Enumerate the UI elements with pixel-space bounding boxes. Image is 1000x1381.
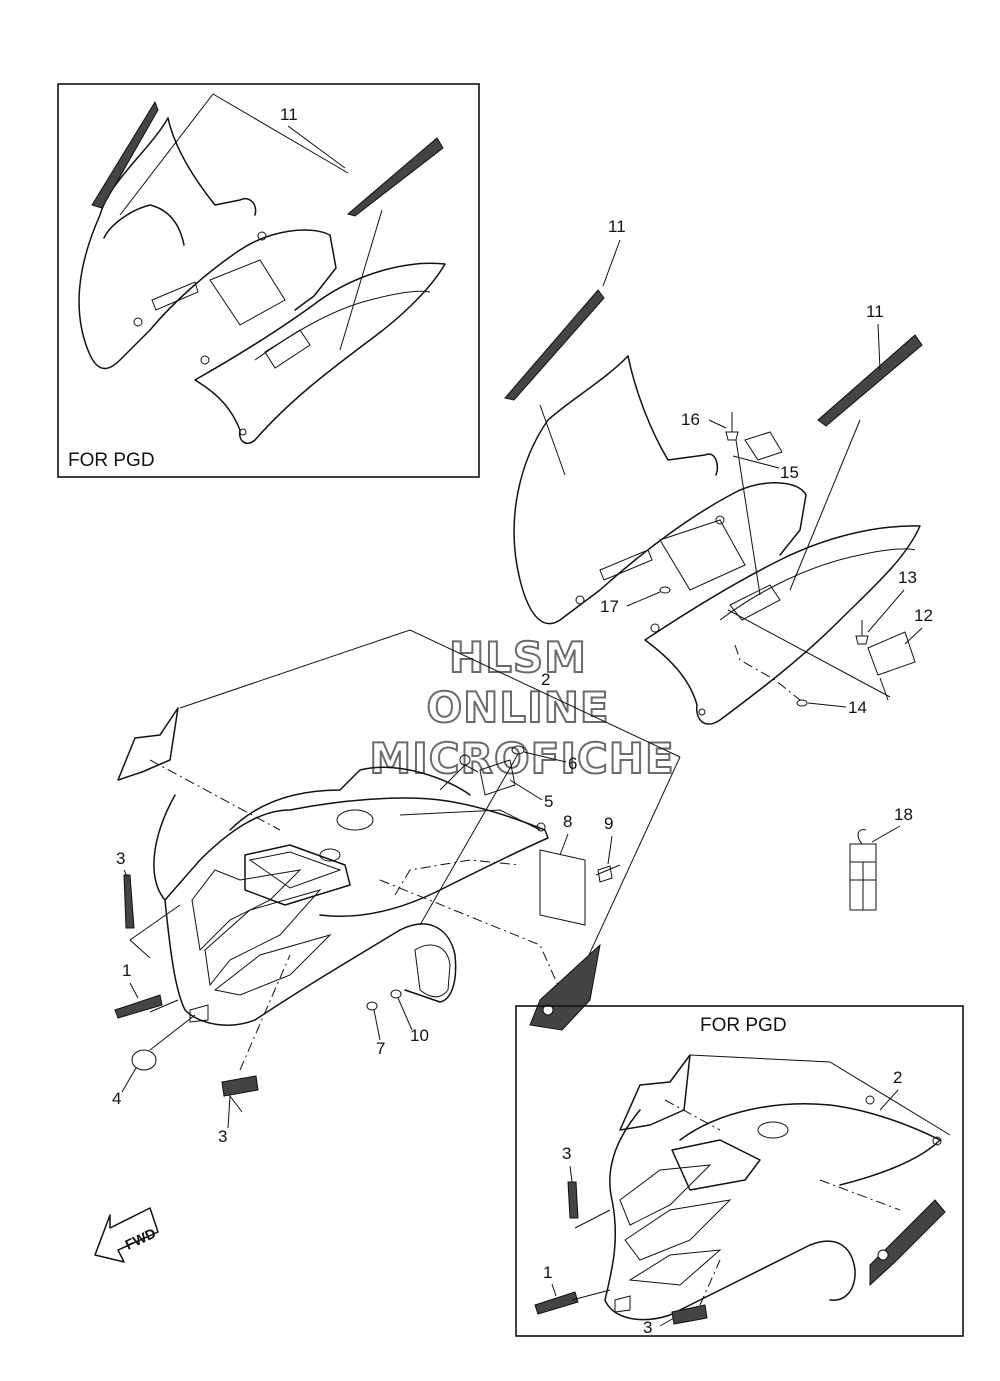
inset-bottom-right: FOR PGD 2 3 1 3 [515, 1005, 964, 1337]
callout-15: 15 [780, 463, 799, 482]
callout-3-a: 3 [116, 849, 125, 868]
decal-3-inset-lower [671, 1304, 708, 1325]
plate-15 [744, 431, 783, 461]
callout-3-d: 3 [643, 1318, 652, 1337]
front-fender-assembly: 2 6 5 8 9 [112, 629, 681, 1146]
callout-5: 5 [544, 792, 553, 811]
callout-11-b: 11 [608, 217, 626, 236]
inset-top-left-label: FOR PGD [68, 450, 155, 471]
callout-14: 14 [848, 698, 867, 717]
callout-2-b: 2 [893, 1068, 902, 1087]
callout-11-c: 11 [866, 302, 884, 321]
callout-16: 16 [681, 410, 700, 429]
callout-12: 12 [914, 606, 933, 625]
callout-8: 8 [563, 812, 572, 831]
decal-1 [114, 994, 163, 1019]
inset-top-left: FOR PGD 11 [57, 83, 480, 478]
decal-11-center [504, 289, 605, 401]
fwd-arrow: FWD [94, 1207, 159, 1263]
decal-3-lower [221, 1075, 259, 1097]
callout-9: 9 [604, 814, 613, 833]
callout-1-b: 1 [543, 1263, 552, 1282]
watermark-line-1: HLSM [449, 633, 587, 682]
callout-1-a: 1 [122, 961, 131, 980]
emblem-4 [131, 1049, 157, 1071]
callout-11-a: 11 [280, 105, 298, 124]
watermark-line-3: MICROFICHE [369, 734, 674, 783]
callout-17: 17 [600, 597, 619, 616]
callout-2: 2 [541, 670, 550, 689]
callout-18: 18 [894, 805, 913, 824]
rear-fender-assembly: 11 11 16 15 17 13 12 14 [504, 217, 933, 725]
decal-1-inset [534, 1291, 579, 1315]
decal-front-side [529, 943, 601, 1031]
leader-11-inset [119, 93, 349, 216]
inset-bottom-right-frame [515, 1005, 964, 1337]
callout-7: 7 [376, 1039, 385, 1058]
decal-11-left [91, 100, 159, 209]
plate-8 [539, 849, 586, 926]
decal-11-right [346, 137, 444, 217]
decal-11-far-right [817, 334, 923, 427]
inset-bottom-right-label: FOR PGD [700, 1015, 787, 1036]
callout-3-b: 3 [218, 1127, 227, 1146]
plate-12 [867, 631, 916, 676]
callout-13: 13 [898, 568, 917, 587]
tag-18: 18 [849, 805, 913, 911]
inset-top-left-fender [78, 117, 446, 444]
callout-6: 6 [568, 754, 577, 773]
callout-3-c: 3 [562, 1144, 571, 1163]
watermark-line-2: ONLINE [426, 683, 609, 732]
fwd-label: FWD [123, 1225, 159, 1253]
inset-top-left-frame [57, 83, 480, 478]
decal-3-upper [123, 874, 135, 929]
callout-10: 10 [410, 1026, 429, 1045]
callout-4: 4 [112, 1089, 121, 1108]
decal-pgd-side [869, 1199, 946, 1287]
decal-3-inset-upper [567, 1181, 579, 1219]
watermark: HLSM ONLINE MICROFICHE [368, 632, 674, 784]
